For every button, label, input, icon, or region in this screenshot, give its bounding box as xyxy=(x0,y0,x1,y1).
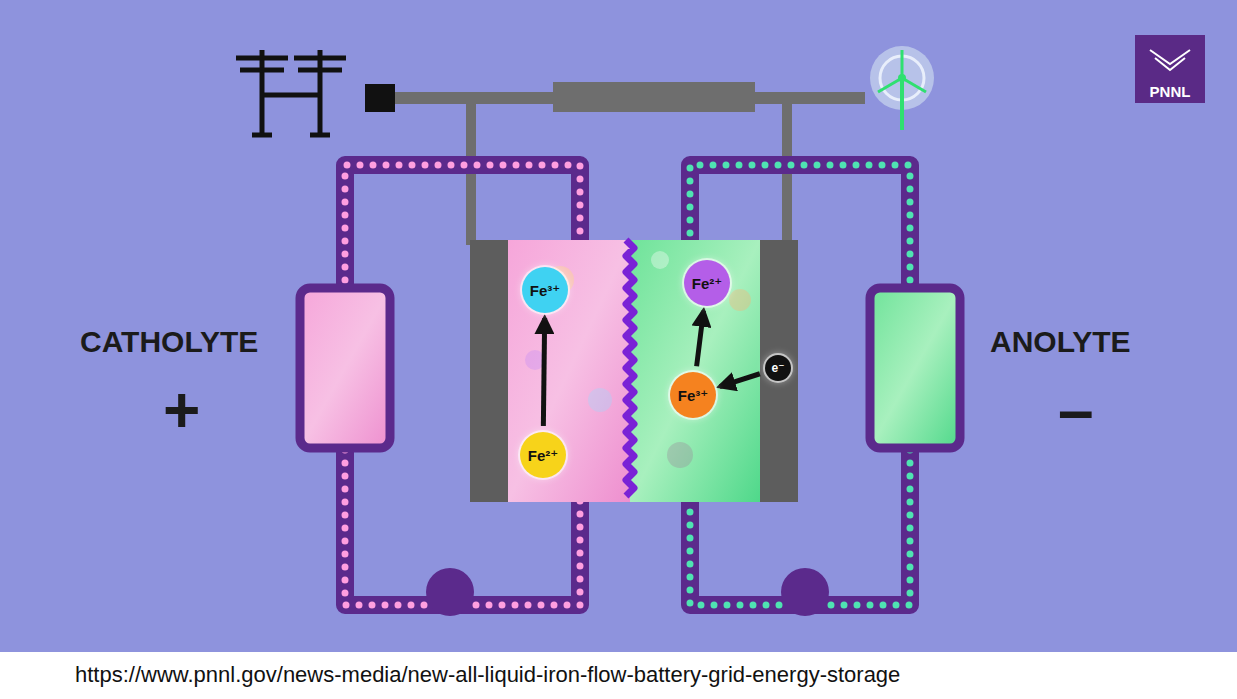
negative-electrode xyxy=(760,240,798,502)
logo-mark xyxy=(1150,50,1190,70)
ion-label: Fe³⁺ xyxy=(530,283,560,298)
source-url: https://www.pnnl.gov/news-media/new-all-… xyxy=(75,664,900,686)
anolyte-half-cell xyxy=(630,240,760,502)
electron-circle: e⁻ xyxy=(765,355,791,381)
ion-circle: Fe²⁺ xyxy=(684,260,730,306)
wind-turbine-icon xyxy=(870,46,934,130)
ion-label: Fe²⁺ xyxy=(528,448,558,463)
catholyte-pump xyxy=(426,568,474,616)
cell-bubbles xyxy=(525,251,751,468)
ion-label: e⁻ xyxy=(771,362,784,374)
footer-band xyxy=(0,652,1237,699)
catholyte-half-cell xyxy=(508,240,630,502)
power-pole-icon xyxy=(236,50,346,135)
ion-label: Fe³⁺ xyxy=(678,388,708,403)
membrane xyxy=(626,240,634,496)
logo-square xyxy=(1135,35,1205,103)
reaction-arrow xyxy=(543,318,544,426)
ion-circle: Fe³⁺ xyxy=(522,267,568,313)
catholyte-tank xyxy=(300,288,390,448)
reaction-arrow xyxy=(720,374,760,387)
inverter-box xyxy=(553,82,755,112)
ion-circle: Fe²⁺ xyxy=(520,432,566,478)
tank-label: ANOLYTE xyxy=(990,327,1131,357)
ion-label: Fe²⁺ xyxy=(692,276,722,291)
polarity-sign: – xyxy=(1058,378,1094,442)
tank-label: CATHOLYTE xyxy=(80,327,258,357)
meter-box xyxy=(365,84,395,112)
reaction-arrow xyxy=(697,311,704,366)
polarity-sign: + xyxy=(163,378,200,442)
anolyte-tank xyxy=(870,288,960,448)
positive-electrode xyxy=(470,240,508,502)
ion-circle: Fe³⁺ xyxy=(670,372,716,418)
anolyte-pump xyxy=(781,568,829,616)
logo-text: PNNL xyxy=(1150,84,1191,99)
